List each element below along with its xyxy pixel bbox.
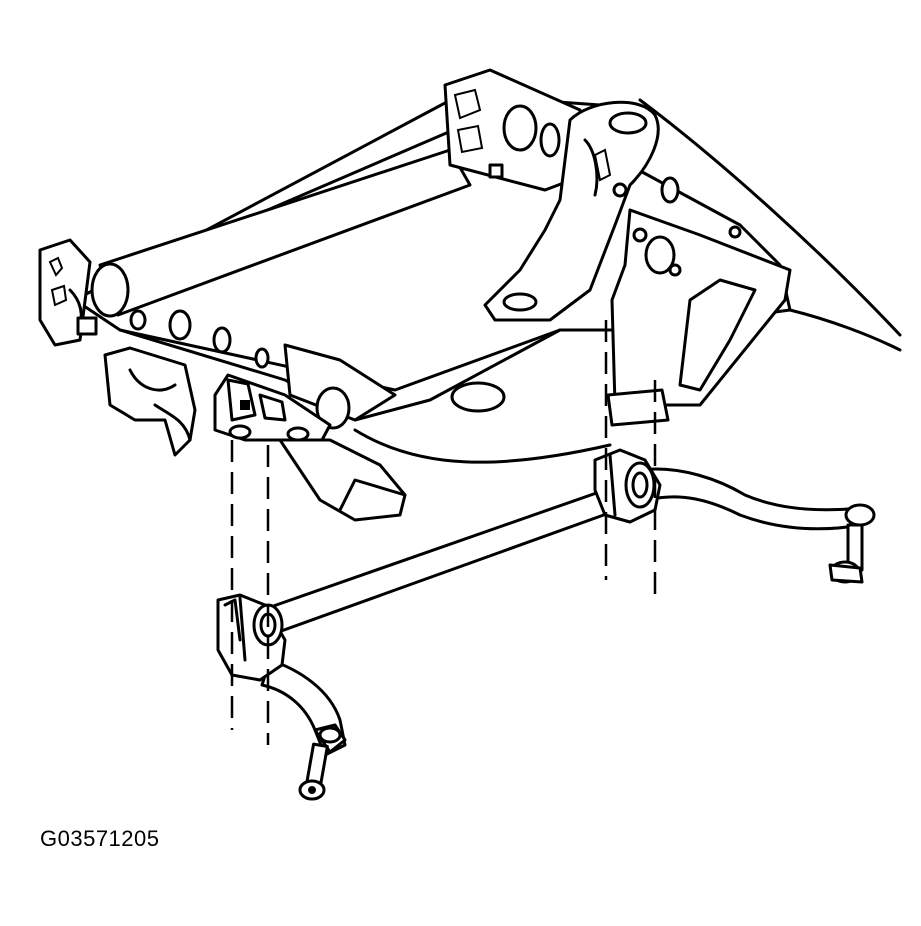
rail-slot bbox=[212, 326, 232, 354]
alignment-lines bbox=[230, 320, 657, 745]
left-frame-bracket bbox=[213, 373, 332, 442]
figure-id-label: G03571205 bbox=[40, 826, 160, 851]
frame-left-end-plate bbox=[38, 238, 98, 347]
frame-right-rail bbox=[610, 98, 902, 407]
right-stabilizer-link bbox=[828, 503, 876, 584]
right-bushing-clamp bbox=[593, 448, 662, 524]
control-arm-bracket bbox=[483, 100, 660, 322]
frame-lower-pocket bbox=[103, 343, 397, 457]
lower-box-member bbox=[278, 428, 612, 522]
rail-slot bbox=[129, 309, 147, 331]
rail-slot bbox=[450, 381, 506, 413]
rail-slot bbox=[254, 347, 270, 369]
stabilizer-bar bbox=[260, 467, 864, 757]
rail-slot bbox=[168, 309, 192, 341]
left-bushing-clamp bbox=[216, 593, 287, 682]
left-stabilizer-link bbox=[298, 723, 347, 801]
right-frame-bracket bbox=[606, 388, 670, 427]
